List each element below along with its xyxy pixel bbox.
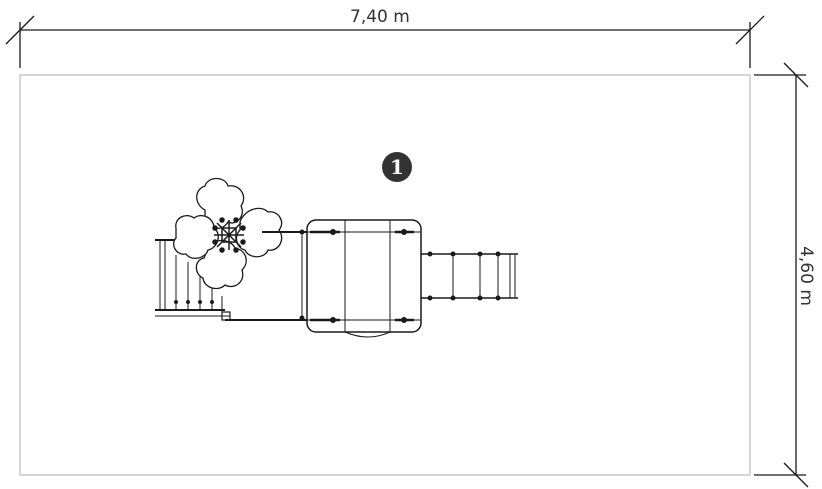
width-dimension-line	[5, 15, 765, 68]
height-dimension-label: 4,60 m	[795, 246, 816, 306]
width-dimension-label: 7,40 m	[350, 7, 410, 27]
flower-roof	[172, 177, 283, 290]
item-number-badge: 1	[382, 152, 412, 182]
central-post	[212, 217, 246, 253]
safety-area-boundary	[19, 74, 751, 476]
connection-rails	[221, 229, 310, 321]
right-bridge	[420, 251, 518, 301]
platform-tower	[306, 219, 422, 338]
height-dimension-line	[754, 62, 809, 488]
